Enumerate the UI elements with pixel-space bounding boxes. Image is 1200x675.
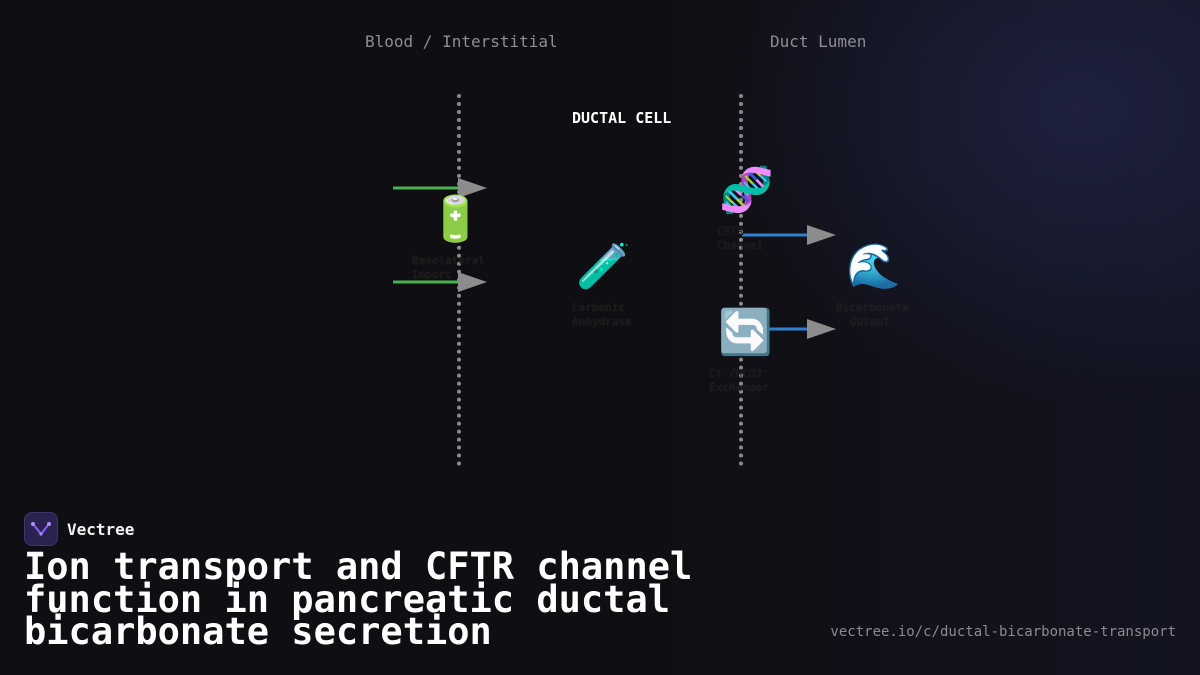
zone-label-lumen: Duct Lumen — [770, 32, 867, 51]
output-caption-line2: Output — [850, 315, 890, 328]
cftr-caption-line1: CFTR — [717, 225, 744, 238]
import-arrow-upper-head — [458, 178, 487, 198]
basolateral-caption-line2: Import — [412, 268, 452, 281]
battery-icon: 🔋 — [428, 194, 483, 245]
cell-title: DUCTAL CELL — [572, 109, 672, 127]
cftr-caption-line2: Channel — [717, 239, 764, 252]
dna-icon: 🧬 — [719, 165, 774, 216]
carbonic-caption-line2: Anhydrase — [572, 315, 632, 328]
import-arrow-lower-head — [458, 272, 487, 292]
vectree-logo-icon — [24, 512, 58, 546]
cftr-secretion-arrow-head — [807, 225, 836, 245]
cycle-arrows-icon: 🔄 — [718, 307, 773, 358]
wave-icon: 🌊 — [846, 241, 901, 292]
basolateral-caption: Basolateral Import — [412, 254, 485, 282]
carbonic-caption: Carbonic Anhydrase — [572, 301, 632, 329]
source-url[interactable]: vectree.io/c/ductal-bicarbonate-transpor… — [830, 624, 1176, 640]
exchanger-secretion-arrow-head — [807, 319, 836, 339]
test-tube-icon: 🧪 — [576, 241, 631, 292]
exchanger-caption-line1: Cl⁻/HCO3⁻ — [709, 367, 769, 380]
carbonic-caption-line1: Carbonic — [572, 301, 625, 314]
cftr-caption: CFTR Channel — [717, 225, 763, 253]
brand-name: Vectree — [67, 519, 135, 539]
output-caption: Bicarbonate Output — [836, 301, 909, 329]
page-title: Ion transport and CFTR channel function … — [24, 545, 693, 653]
output-caption-line1: Bicarbonate — [836, 301, 909, 314]
brand[interactable]: Vectree — [24, 512, 134, 546]
basolateral-caption-line1: Basolateral — [412, 254, 485, 267]
apical-membrane — [739, 94, 743, 466]
exchanger-caption-line2: Exchanger — [709, 381, 769, 394]
zone-label-blood: Blood / Interstitial — [365, 32, 558, 51]
exchanger-caption: Cl⁻/HCO3⁻ Exchanger — [709, 367, 769, 395]
